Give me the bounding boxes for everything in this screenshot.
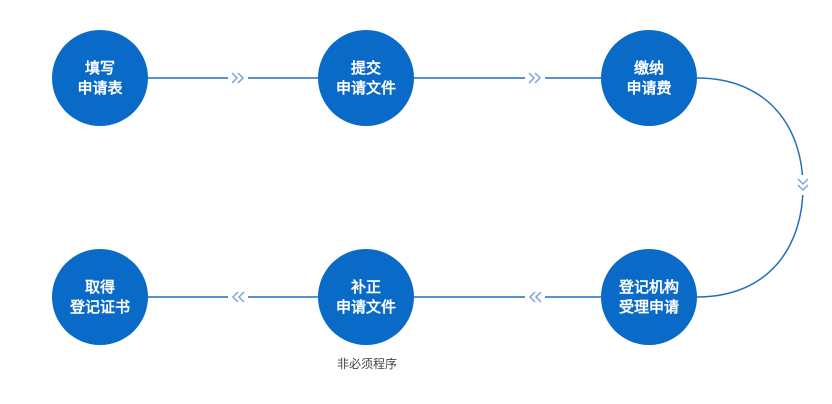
chevron-right-icon [525,71,545,85]
step-label-line2: 受理申请 [618,298,679,316]
step-label-line1: 提交 [350,59,381,77]
step-label-line1: 补正 [350,278,381,296]
connector-3-4 [696,77,804,298]
step-label-line1: 缴纳 [633,59,664,77]
chevron-down-icon [796,175,810,195]
step-registry-accepts: 登记机构 受理申请 [601,249,697,345]
step-label-line2: 申请表 [77,79,123,97]
step-label-line1: 取得 [84,278,115,296]
chevron-left-icon [525,290,545,304]
step-supplement-documents: 补正 申请文件 [318,249,414,345]
step-label-line2: 登记证书 [69,298,130,316]
step-fill-application-form: 填写 申请表 [52,30,148,126]
step-obtain-certificate: 取得 登记证书 [52,249,148,345]
step-pay-fee: 缴纳 申请费 [601,30,697,126]
step-label-line1: 填写 [84,59,115,77]
step-label-line1: 登记机构 [618,278,679,296]
step-submit-documents: 提交 申请文件 [318,30,414,126]
optional-step-note: 非必须程序 [336,357,397,371]
chevron-left-icon [228,290,248,304]
chevron-right-icon [228,71,248,85]
step-label-line2: 申请文件 [335,79,396,97]
step-label-line2: 申请费 [626,79,672,97]
step-label-line2: 申请文件 [335,298,396,316]
